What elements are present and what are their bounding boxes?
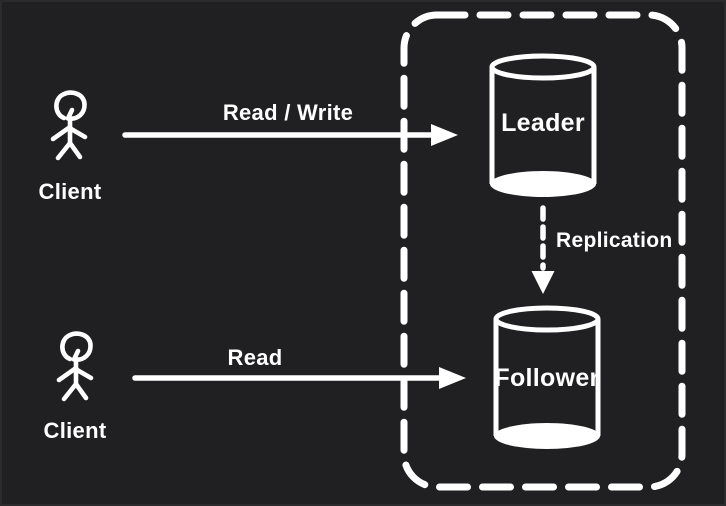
leader-label: Leader xyxy=(501,109,585,137)
replica-group-boundary xyxy=(400,11,686,491)
read-label: Read xyxy=(227,345,283,370)
replication-label: Replication xyxy=(556,229,673,252)
replication-arrow xyxy=(531,205,555,294)
client-top-label: Client xyxy=(38,179,102,204)
client-top-person-icon xyxy=(53,93,85,158)
follower-label: Follower xyxy=(494,364,600,392)
client-bottom-label: Client xyxy=(43,418,107,443)
read-write-arrow xyxy=(122,124,458,146)
client-bottom-person-icon xyxy=(59,334,91,399)
read-arrow xyxy=(132,367,466,389)
read-write-label: Read / Write xyxy=(222,100,354,125)
